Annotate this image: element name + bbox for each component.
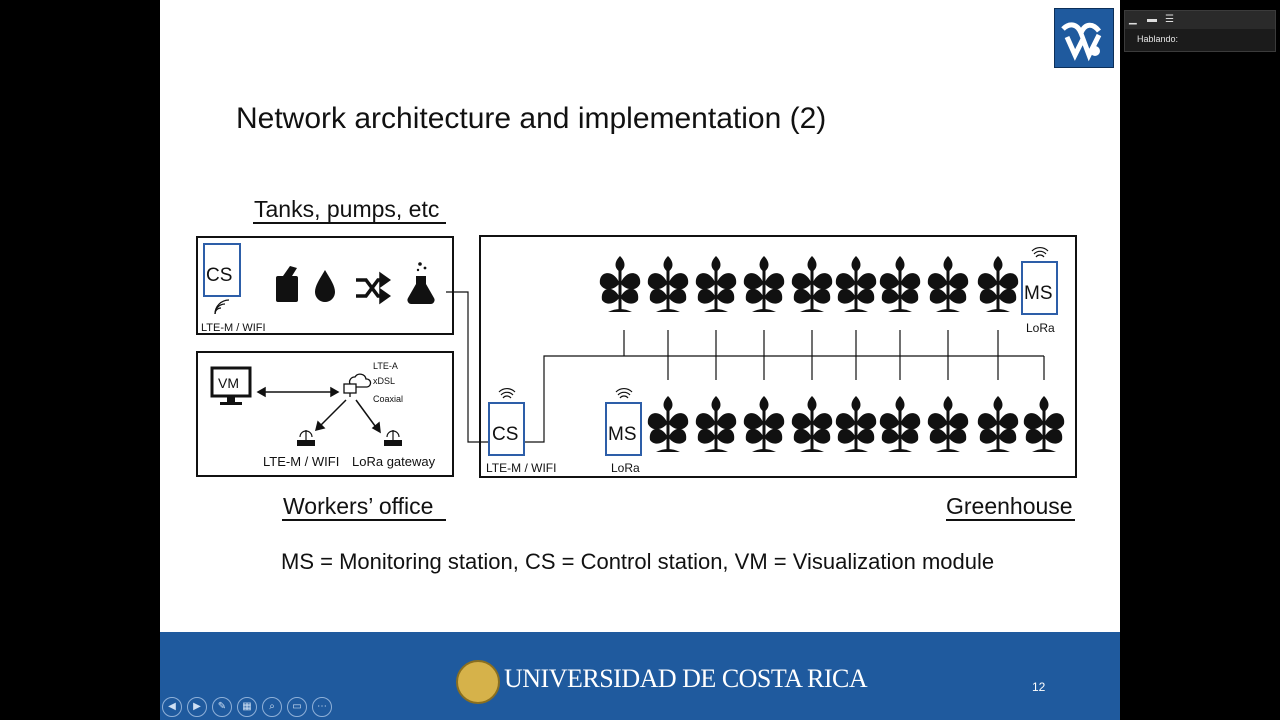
greenhouse-lte-label: LTE-M / WIFI <box>486 461 556 475</box>
ms-bottom-label: MS <box>608 424 637 445</box>
plant-icon <box>647 396 689 452</box>
plant-icon <box>743 256 785 312</box>
workers-heading: Workers’ office <box>283 493 433 519</box>
tanks-box <box>196 236 454 335</box>
zoom-icon[interactable]: ⌕ <box>262 697 282 717</box>
page-number: 12 <box>1032 680 1046 694</box>
plant-icon <box>879 396 921 452</box>
plant-icon <box>1023 396 1065 452</box>
bottom-drip-lines <box>667 356 1045 380</box>
ms-top-label: MS <box>1024 283 1053 304</box>
presenter-logo <box>1054 8 1114 68</box>
university-seal-icon <box>456 660 500 704</box>
speaking-label: Hablando: <box>1137 34 1179 44</box>
university-name: UNIVERSIDAD DE COSTA RICA <box>504 664 868 693</box>
menu-icon[interactable]: ☰ <box>1165 14 1174 25</box>
top-plant-row <box>599 256 1019 312</box>
xdsl-label: xDSL <box>373 376 395 386</box>
pen-icon[interactable]: ✎ <box>212 697 232 717</box>
lora-gateway-label: LoRa gateway <box>352 454 436 469</box>
restore-icon[interactable]: ▬ <box>1147 14 1157 25</box>
bottom-plant-row <box>647 396 1065 452</box>
slide: Network architecture and implementation … <box>160 0 1120 720</box>
vm-label: VM <box>218 375 239 391</box>
shuffle-icon <box>356 271 392 305</box>
minimize-icon[interactable]: ▁ <box>1129 14 1137 25</box>
cloud-computer-icon <box>343 373 372 397</box>
plant-icon <box>599 256 641 312</box>
flask-icon <box>407 262 435 305</box>
greenhouse-control-station <box>488 402 525 456</box>
plant-icon <box>791 396 833 452</box>
slide-title: Network architecture and implementation … <box>236 102 827 135</box>
vm-link-arrow <box>256 386 340 398</box>
ms-bottom-lora-label: LoRa <box>611 461 640 475</box>
cs-distribution-line <box>524 355 1044 443</box>
slideshow-controls: ◀ ▶ ✎ ▦ ⌕ ▭ ⋯ <box>162 697 332 719</box>
legend-text: MS = Monitoring station, CS = Control st… <box>281 549 994 574</box>
ms-top-signal-icon <box>1031 247 1049 258</box>
plant-icon <box>977 256 1019 312</box>
tanks-cs-label: CS <box>206 265 232 286</box>
greenhouse-heading: Greenhouse <box>946 493 1073 519</box>
plant-icon <box>927 256 969 312</box>
next-slide-icon[interactable]: ▶ <box>187 697 207 717</box>
previous-slide-icon[interactable]: ◀ <box>162 697 182 717</box>
greenhouse-box <box>479 235 1077 478</box>
logo-mark-icon <box>1061 22 1102 62</box>
tanks-lte-label: LTE-M / WIFI <box>201 322 266 334</box>
vm-monitor-icon <box>210 366 252 405</box>
plant-icon <box>743 396 785 452</box>
more-options-icon[interactable]: ⋯ <box>312 697 332 717</box>
lte-a-label: LTE-A <box>373 361 398 371</box>
plant-icon <box>791 256 833 312</box>
speaker-panel: ▁ ▬ ☰ Hablando: <box>1124 10 1276 52</box>
monitoring-station-top <box>1021 261 1058 315</box>
greenhouse-cs-signal-icon <box>498 388 516 399</box>
plant-icon <box>927 396 969 452</box>
water-drop-icon <box>315 270 335 302</box>
plant-icon <box>647 256 689 312</box>
plant-icon <box>695 256 737 312</box>
office-lte-label: LTE-M / WIFI <box>263 454 339 469</box>
plant-icon <box>977 396 1019 452</box>
plant-icon <box>695 396 737 452</box>
subtitles-icon[interactable]: ▭ <box>287 697 307 717</box>
plant-icon <box>835 396 877 452</box>
plant-icon <box>835 256 877 312</box>
office-links <box>314 399 381 434</box>
tanks-heading: Tanks, pumps, etc <box>254 196 439 222</box>
speaker-panel-toolbar: ▁ ▬ ☰ <box>1125 11 1275 29</box>
wifi-router-icon <box>297 430 315 446</box>
top-drip-lines <box>623 330 999 356</box>
tanks-signal-icon <box>214 299 230 315</box>
workers-box <box>196 351 454 477</box>
lora-gateway-icon <box>384 430 402 446</box>
slides-grid-icon[interactable]: ▦ <box>237 697 257 717</box>
plant-icon <box>879 256 921 312</box>
greenhouse-cs-label: CS <box>492 424 518 445</box>
tanks-to-cs-link <box>446 291 490 443</box>
coaxial-label: Coaxial <box>373 394 403 404</box>
ms-bottom-signal-icon <box>615 388 633 399</box>
fuel-can-icon <box>276 266 298 302</box>
ms-top-lora-label: LoRa <box>1026 321 1055 335</box>
monitoring-station-bottom <box>605 402 642 456</box>
tanks-control-station <box>203 243 241 297</box>
